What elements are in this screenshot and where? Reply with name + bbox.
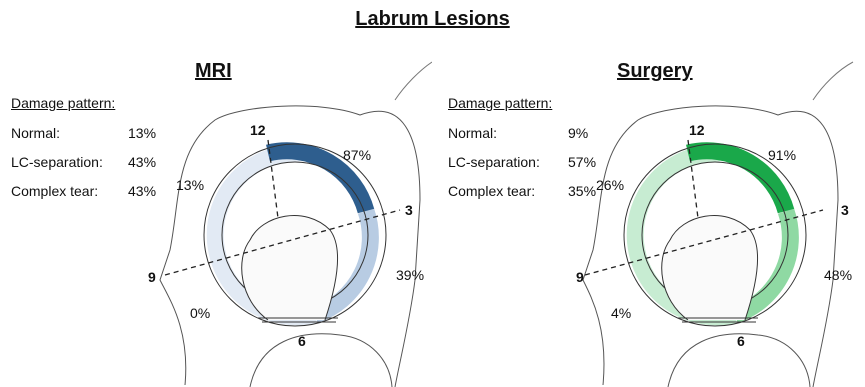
- surgery-row-complex-tear-value: 35%: [568, 183, 596, 199]
- surgery-shading-line: [813, 62, 853, 100]
- surgery-pct-top-left: 26%: [596, 177, 624, 193]
- surgery-clock-3: 3: [841, 202, 849, 218]
- surgery-row-complex-tear-label: Complex tear:: [448, 183, 535, 199]
- surgery-row-lc-separation-label: LC-separation:: [448, 154, 540, 170]
- mri-clock-9: 9: [148, 269, 156, 285]
- mri-row-lc-separation-value: 43%: [128, 154, 156, 170]
- mri-row-normal-value: 13%: [128, 125, 156, 141]
- mri-row-complex-tear-value: 43%: [128, 183, 156, 199]
- mri-clock-12: 12: [250, 122, 266, 138]
- mri-clock-6: 6: [298, 333, 306, 349]
- surgery-pct-bottom-left: 4%: [611, 305, 631, 321]
- mri-pct-top-left: 13%: [176, 177, 204, 193]
- mri-pct-bottom-left: 0%: [190, 305, 210, 321]
- surgery-clock-6: 6: [737, 333, 745, 349]
- mri-panel: 12 3 6 9 87% 39% 0% 13% MRI Damage patte…: [0, 0, 432, 387]
- mri-femur-outline: [250, 334, 392, 387]
- mri-damage-heading: Damage pattern:: [11, 95, 115, 111]
- surgery-damage-heading: Damage pattern:: [448, 95, 552, 111]
- surgery-pct-top-right: 91%: [768, 147, 796, 163]
- surgery-pct-right: 48%: [824, 267, 852, 283]
- mri-title: MRI: [195, 60, 232, 83]
- surgery-clock-12: 12: [689, 122, 705, 138]
- mri-row-lc-separation-label: LC-separation:: [11, 154, 103, 170]
- surgery-row-normal-label: Normal:: [448, 125, 497, 141]
- mri-pct-right: 39%: [396, 267, 424, 283]
- surgery-panel: 12 3 6 9 91% 48% 4% 26% Surgery Damage p…: [433, 0, 865, 387]
- mri-row-complex-tear-label: Complex tear:: [11, 183, 98, 199]
- mri-pct-top-right: 87%: [343, 147, 371, 163]
- surgery-row-normal-value: 9%: [568, 125, 588, 141]
- mri-row-normal-label: Normal:: [11, 125, 60, 141]
- mri-clock-3: 3: [405, 202, 413, 218]
- surgery-title: Surgery: [617, 60, 693, 83]
- surgery-clock-9: 9: [576, 269, 584, 285]
- surgery-row-lc-separation-value: 57%: [568, 154, 596, 170]
- mri-shading-line: [395, 62, 432, 100]
